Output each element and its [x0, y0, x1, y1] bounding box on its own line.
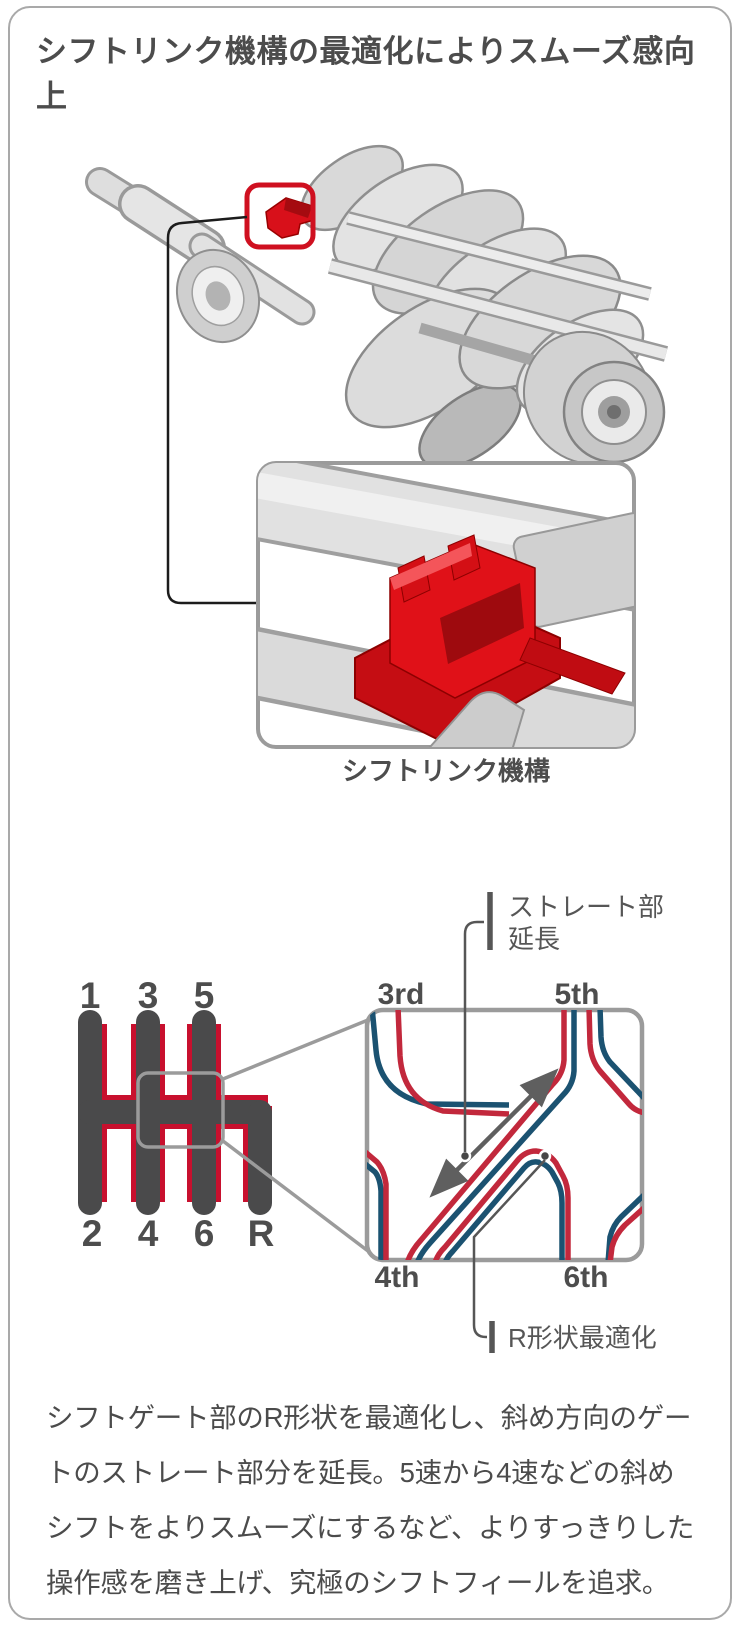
gate-detail-inset [364, 1007, 645, 1263]
connector-line-top [222, 1018, 369, 1081]
connector-line-bottom [221, 1139, 370, 1253]
shift-pattern-diagram: 1 3 5 2 4 6 R [78, 892, 664, 1353]
gear-label-2: 2 [82, 1213, 103, 1254]
gate-label-6th: 6th [564, 1261, 609, 1294]
gate-label-5th: 5th [555, 978, 600, 1011]
svg-text:延長: 延長 [508, 924, 560, 954]
gear-label-1: 1 [80, 975, 101, 1016]
gear-label-4: 4 [138, 1213, 159, 1254]
page-title: シフトリンク機構の最適化によりスムーズ感向上 [36, 34, 696, 114]
highlight-box [244, 182, 316, 250]
callout-line [166, 215, 259, 605]
gate-label-3rd: 3rd [378, 978, 425, 1011]
svg-text:ストレート部: ストレート部 [508, 892, 664, 922]
transmission-drawing [85, 144, 669, 469]
shift-link-zoom-inset [256, 461, 636, 749]
shift-link-part [265, 197, 315, 239]
r-shape-dot [538, 1149, 552, 1163]
gear-label-r: R [248, 1213, 275, 1254]
gear-label-3: 3 [138, 975, 159, 1016]
shift-direction-arrow [429, 1068, 559, 1198]
gate-label-4th: 4th [375, 1261, 420, 1294]
straight-section-dot [458, 1149, 472, 1163]
gear-label-5: 5 [194, 975, 215, 1016]
gearbox-figure [85, 144, 669, 749]
bearing [175, 248, 261, 344]
r-shape-annotation: R形状最適化 [472, 1159, 657, 1353]
output-flange [522, 330, 666, 466]
straight-annotation: ストレート部 延長 [463, 892, 664, 1152]
gear-label-6: 6 [194, 1213, 215, 1254]
body-paragraph: シフトゲート部のR形状を最適化し、斜め方向のゲートのストレート部分を延長。5速か… [46, 1402, 695, 1598]
svg-text:R形状最適化: R形状最適化 [508, 1323, 657, 1353]
feature-card-border [8, 6, 732, 1620]
shift-gate-pattern: 1 3 5 2 4 6 R [78, 975, 274, 1254]
magnifier-box [136, 1071, 225, 1149]
inset-caption: シフトリンク機構 [341, 756, 550, 786]
